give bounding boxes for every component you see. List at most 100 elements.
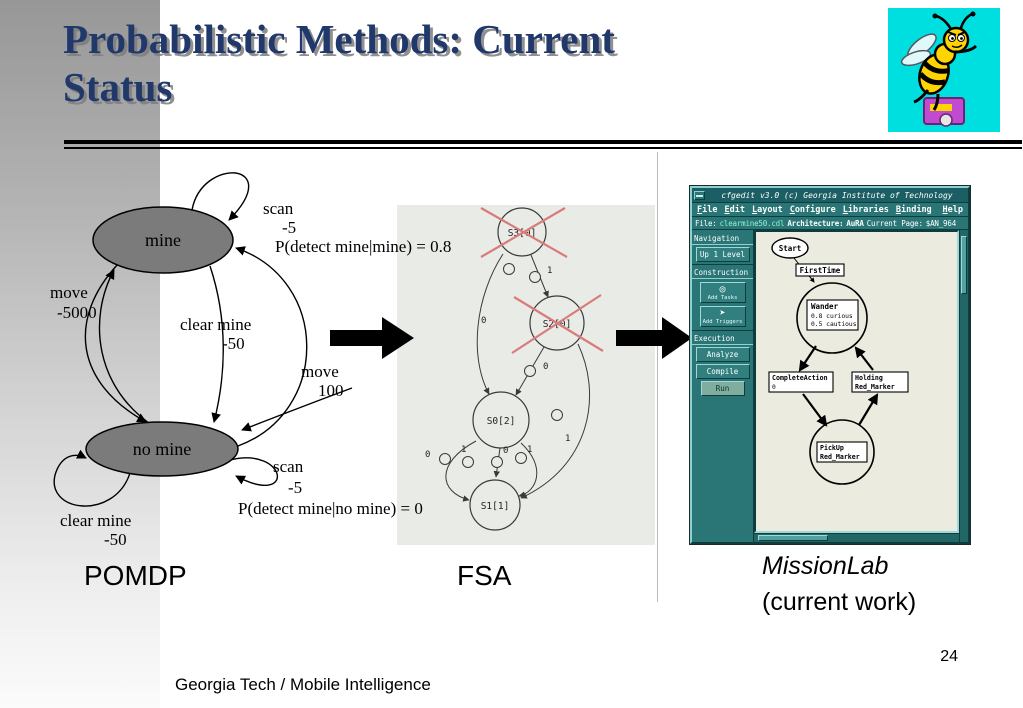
vertical-scrollbar-thumb bbox=[961, 236, 967, 294]
edge-label: 0 bbox=[503, 446, 508, 456]
fsa-state-s1 bbox=[469, 479, 521, 531]
georgia-tech-mascot-logo bbox=[888, 8, 1000, 132]
missionlab-caption-line-2: (current work) bbox=[762, 588, 917, 617]
move-left-value: -5000 bbox=[57, 303, 97, 322]
holding-box bbox=[851, 371, 909, 393]
scan-bottom-value: -5 bbox=[288, 478, 302, 497]
pickup-box bbox=[816, 441, 868, 463]
page-number: 24 bbox=[940, 648, 958, 665]
analyze-button: Analyze bbox=[695, 347, 750, 362]
missionlab-body: Navigation Up 1 Level Construction ◎ Add… bbox=[692, 230, 968, 542]
fsa-caption: FSA bbox=[457, 560, 512, 591]
fsa-state-s0-label: S0[2] bbox=[487, 416, 516, 427]
vertical-scrollbar bbox=[959, 230, 968, 542]
holding-name: Holding bbox=[855, 374, 883, 382]
missionlab-caption: MissionLab (current work) bbox=[762, 548, 916, 621]
no-mine-state-label: no mine bbox=[133, 439, 192, 459]
title-underline-thick bbox=[64, 140, 1022, 144]
architecture-label: Architecture: bbox=[787, 218, 844, 228]
menu-binding: Binding bbox=[895, 204, 932, 215]
add-tasks-icon: ◎ bbox=[719, 284, 726, 295]
first-time-box bbox=[795, 263, 845, 277]
footer-text: Georgia Tech / Mobile Intelligence bbox=[175, 675, 431, 694]
wander-name: Wander bbox=[811, 302, 839, 311]
flow-arrow-fsa-to-missionlab bbox=[616, 317, 692, 359]
move-right-label: move bbox=[301, 362, 339, 381]
clear-mine-mid-value: -50 bbox=[222, 334, 245, 353]
menu-libraries: Libraries bbox=[842, 204, 889, 215]
current-page-value: $AN_964 bbox=[925, 218, 957, 228]
missionlab-sidebar: Navigation Up 1 Level Construction ◎ Add… bbox=[692, 230, 754, 542]
yellow-jacket-icon bbox=[888, 8, 1000, 132]
flow-arrow-pomdp-to-fsa bbox=[330, 317, 414, 359]
fsa-diagram: S3[0] S2[0] S0[2] S1[1] 1 0 0 1 0 1 0 1 bbox=[397, 205, 655, 545]
horizontal-scrollbar-thumb bbox=[758, 535, 828, 541]
pomdp-caption: POMDP bbox=[84, 560, 187, 591]
clear-mine-bottom-value: -50 bbox=[104, 530, 127, 549]
p-detect-no-mine-label: P(detect mine|no mine) = 0 bbox=[238, 499, 423, 518]
add-triggers-caption: Add Triggers bbox=[702, 319, 743, 325]
window-title: cfgedit v3.0 (c) Georgia Institute of Te… bbox=[721, 190, 953, 200]
wander-param-2: 0.5 cautious bbox=[811, 321, 857, 328]
crossed-out-s3 bbox=[480, 207, 568, 258]
scan-top-label: scan bbox=[263, 199, 294, 218]
left-gradient-band bbox=[0, 0, 160, 708]
move-left-label: move bbox=[50, 283, 88, 302]
architecture-value: AuRA bbox=[846, 218, 864, 228]
file-value: clearmine50.cdl bbox=[719, 218, 785, 228]
window-menu-icon bbox=[694, 190, 705, 200]
run-button: Run bbox=[700, 381, 745, 396]
menu-file: File bbox=[697, 204, 718, 215]
missionlab-statusbar: File: clearmine50.cdl Architecture: AuRA… bbox=[692, 217, 968, 230]
title-line-2: Status bbox=[63, 63, 173, 110]
fsa-state-s0 bbox=[472, 391, 530, 449]
edge-label: 1 bbox=[565, 434, 570, 444]
wander-state-circle bbox=[796, 282, 868, 354]
p-detect-mine-label: P(detect mine|mine) = 0.8 bbox=[275, 237, 451, 256]
holding-value: Red_Marker bbox=[855, 383, 895, 391]
current-page-label: Current Page: bbox=[866, 218, 923, 228]
pickup-state-circle bbox=[809, 419, 875, 485]
title-underline-thin bbox=[64, 147, 1022, 149]
column-divider bbox=[657, 152, 658, 602]
pickup-value: Red_Marker bbox=[820, 453, 860, 461]
move-right-value: 100 bbox=[318, 381, 344, 400]
missionlab-menubar: File Edit Layout Configure Libraries Bin… bbox=[692, 203, 968, 217]
start-node bbox=[771, 237, 809, 259]
add-triggers-button: ➤ Add Triggers bbox=[699, 306, 746, 327]
mission-bold-arrows bbox=[798, 345, 879, 427]
complete-action-value: 0 bbox=[772, 384, 776, 391]
mission-state-diagram: Start FirstTime Wander 0.8 curious 0.5 c… bbox=[768, 237, 909, 485]
edge-label: 0 bbox=[543, 362, 548, 372]
wander-box bbox=[806, 299, 859, 331]
fsa-transition-dots bbox=[439, 263, 563, 468]
menu-help: Help bbox=[942, 204, 963, 215]
crossed-out-s2 bbox=[511, 294, 604, 354]
pomdp-state-no-mine bbox=[85, 421, 239, 477]
edge-label: 1 bbox=[461, 445, 466, 455]
edge-label: 1 bbox=[547, 266, 552, 276]
execution-section-label: Execution bbox=[692, 330, 753, 345]
title-line-1: Probabilistic Methods: Current bbox=[63, 16, 615, 62]
pomdp-state-mine bbox=[92, 206, 234, 274]
menu-layout: Layout bbox=[751, 204, 783, 215]
first-time-label: FirstTime bbox=[800, 266, 841, 275]
edge-label: 0 bbox=[481, 316, 486, 326]
complete-action-name: CompleteAction bbox=[772, 374, 828, 382]
pomdp-edge-labels: scan -5 P(detect mine|mine) = 0.8 move -… bbox=[50, 199, 451, 549]
missionlab-canvas-area: Start FirstTime Wander 0.8 curious 0.5 c… bbox=[754, 230, 959, 542]
up-1-level-button: Up 1 Level bbox=[695, 247, 750, 262]
file-label: File: bbox=[695, 218, 717, 228]
purple-cart bbox=[923, 97, 965, 127]
fsa-state-graph: S3[0] S2[0] S0[2] S1[1] 1 0 0 1 0 1 0 1 bbox=[425, 207, 604, 531]
fsa-state-s1-label: S1[1] bbox=[481, 501, 510, 512]
add-tasks-button: ◎ Add Tasks bbox=[699, 282, 746, 303]
complete-action-box bbox=[768, 371, 834, 393]
add-triggers-icon: ➤ bbox=[719, 308, 726, 319]
missionlab-caption-line-1: MissionLab bbox=[762, 552, 889, 580]
edge-label: 0 bbox=[425, 450, 430, 460]
construction-section-label: Construction bbox=[692, 264, 753, 279]
navigation-section-label: Navigation bbox=[692, 231, 753, 245]
